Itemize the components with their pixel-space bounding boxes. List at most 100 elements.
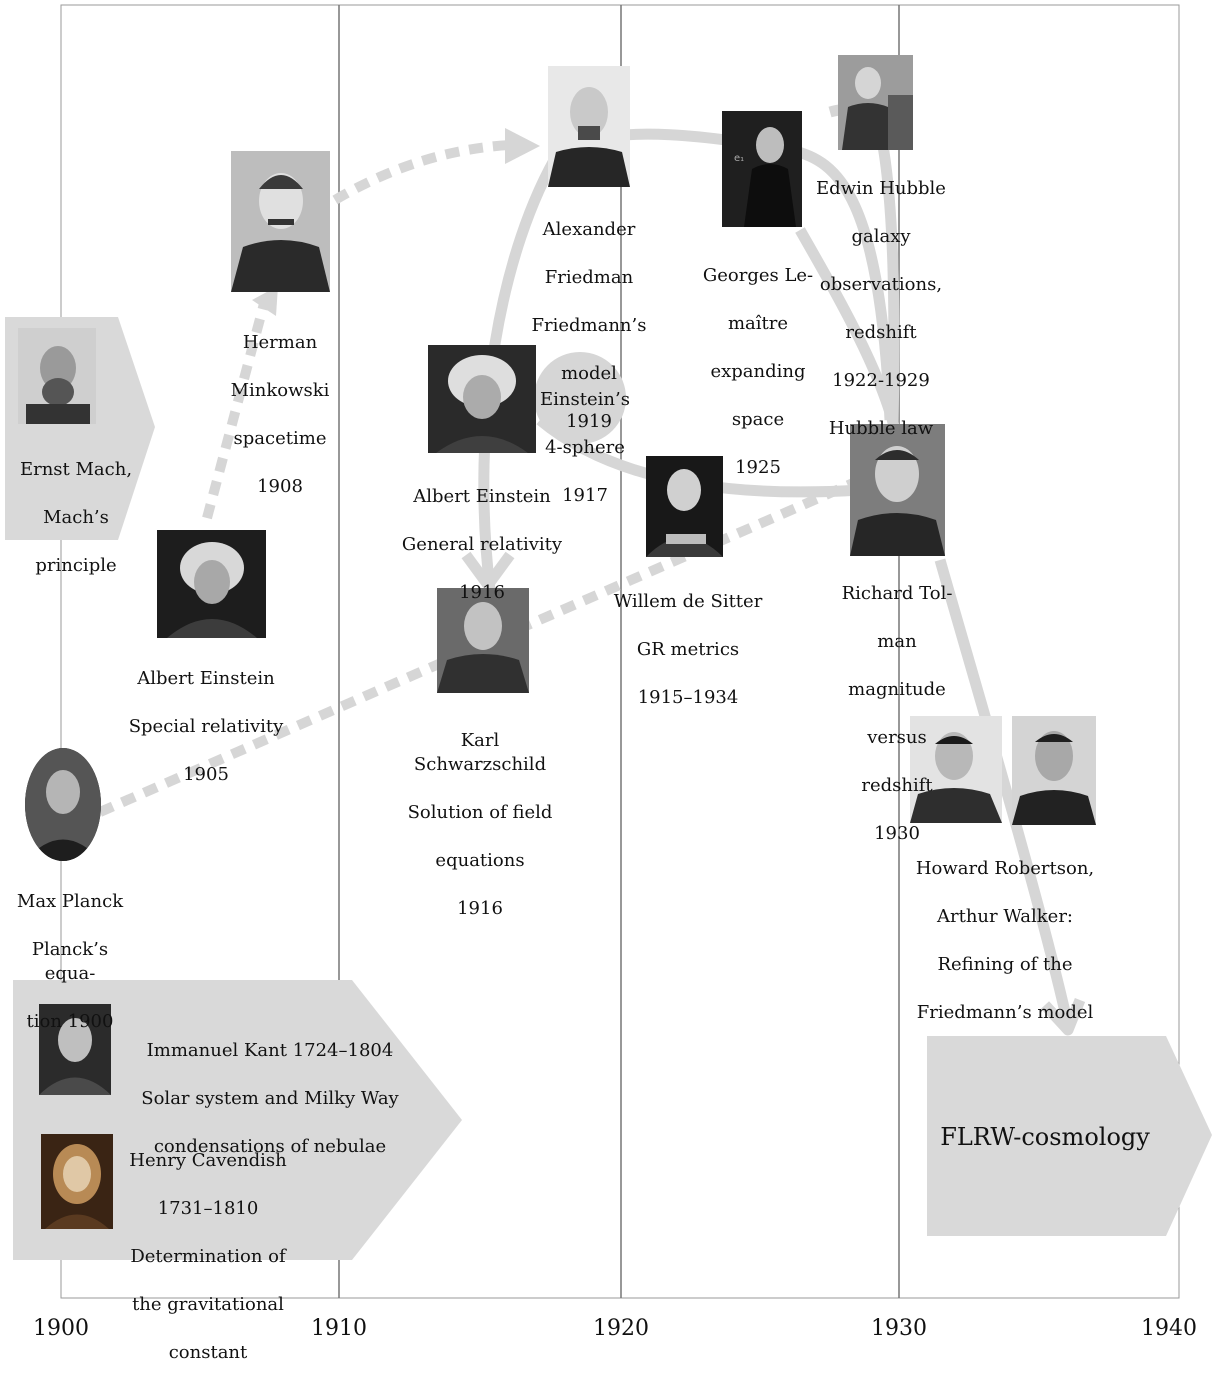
minkowski-line3: spacetime (233, 428, 327, 449)
lemaitre-line2: maître (727, 313, 789, 334)
minkowski-portrait (231, 151, 330, 292)
desitter-line1: Willem de Sitter (613, 591, 763, 612)
tolman-line2: man (877, 631, 917, 652)
solid-arc-hubble-tolman (874, 128, 900, 431)
einstein-sr-label: Albert Einstein Special relativity 1905 (126, 643, 286, 811)
year-label-1940: 1940 (1141, 1316, 1197, 1341)
einstein-portrait-1916 (428, 345, 536, 453)
cavendish-line1: Henry Cavendish (129, 1150, 287, 1171)
cavendish-line2: 1731–1810 (157, 1198, 259, 1219)
dashed-arrow-minkowski-friedman (332, 140, 511, 205)
hubble-line4: redshift (845, 322, 917, 343)
desitter-line2: GR metrics (636, 639, 740, 660)
friedman-portrait (548, 66, 630, 187)
mach-name: Ernst Mach, (19, 459, 133, 480)
year-label-1930: 1930 (871, 1316, 927, 1341)
lemaitre-line1: Georges Le- (702, 265, 814, 286)
schwarzschild-line1: Karl Schwarzschild (413, 730, 547, 775)
arrowhead-schwarzschild (461, 551, 515, 591)
dashed-arrow-einstein-minkowski (202, 298, 270, 520)
robertson-walker-line2: Arthur Walker: (936, 906, 1073, 927)
hubble-line5: 1922-1929 (832, 370, 930, 391)
tolman-line3: magnitude (848, 679, 946, 700)
cavendish-portrait (41, 1134, 113, 1229)
lemaitre-line4: space (731, 409, 785, 430)
tolman-line4: versus (867, 727, 927, 748)
friedman-line3: Friedmann’s (531, 315, 647, 336)
four-sphere-line1: Einstein’s (540, 389, 630, 410)
max-planck-portrait (25, 748, 101, 861)
solid-arrow-tolman-flrw (934, 558, 1074, 1027)
flrw-panel (927, 1036, 1212, 1236)
minkowski-year: 1908 (257, 476, 303, 497)
kant-line3: condensations of nebulae (153, 1136, 387, 1157)
schwarzschild-label: Karl Schwarzschild Solution of field equ… (392, 705, 568, 945)
tolman-line5: redshift (861, 775, 933, 796)
hubble-label: Edwin Hubble galaxy observations, redshi… (812, 153, 950, 465)
schwarzschild-year: 1916 (457, 898, 503, 919)
lemaitre-label: Georges Le- maître expanding space 1925 (700, 240, 816, 504)
robertson-walker-line4: Friedmann’s model (916, 1002, 1094, 1023)
lemaitre-line3: expanding (710, 361, 806, 382)
cavendish-line4: the gravitational (132, 1294, 284, 1315)
arrowhead-friedman (505, 128, 540, 164)
robertson-walker-label: Howard Robertson, Arthur Walker: Refinin… (910, 833, 1100, 1049)
walker-portrait (1012, 716, 1096, 825)
cavendish-line5: constant (168, 1342, 248, 1363)
einstein-portrait-1905 (157, 530, 266, 638)
hubble-line6: Hubble law (828, 418, 934, 439)
friedman-line1: Alexander (542, 219, 636, 240)
mach-line2: Mach’s (43, 507, 109, 528)
four-sphere-label: Einstein’s 4-sphere 1917 (535, 364, 635, 532)
predecessors-panel (13, 980, 462, 1260)
four-sphere-year: 1917 (562, 485, 608, 506)
arrowhead-minkowski (252, 286, 278, 316)
einstein-gr-line1: Albert Einstein (413, 486, 551, 507)
timeline-diagram: e₁ Ernst Mach, Mach’s principle Herman M… (5, 4, 1212, 1363)
kant-line1: Immanuel Kant 1724–1804 (146, 1040, 394, 1061)
friedman-line2: Friedman (544, 267, 634, 288)
timeline-frame (60, 4, 1180, 1299)
year-label-1910: 1910 (311, 1316, 367, 1341)
einstein-gr-line2: General relativity (401, 534, 563, 555)
de-sitter-portrait (646, 456, 723, 557)
minkowski-line1: Herman (242, 332, 318, 353)
minkowski-line2: Minkowski (230, 380, 330, 401)
desitter-year: 1915–1934 (637, 687, 739, 708)
desitter-label: Willem de Sitter GR metrics 1915–1934 (612, 566, 764, 734)
mach-label: Ernst Mach, Mach’s principle (8, 434, 144, 602)
kant-line2: Solar system and Milky Way (141, 1088, 399, 1109)
four-sphere-circle (534, 352, 626, 444)
hubble-line2: galaxy (851, 226, 911, 247)
year-label-1920: 1920 (593, 1316, 649, 1341)
schwarzschild-line3: equations (435, 850, 525, 871)
four-sphere-line2: 4-sphere (545, 437, 625, 458)
lemaitre-year: 1925 (735, 457, 781, 478)
schwarzschild-portrait (437, 588, 529, 693)
einstein-sr-line2: Special relativity (128, 716, 284, 737)
ernst-mach-portrait (18, 328, 96, 424)
flrw-label: FLRW-cosmology (940, 1123, 1150, 1151)
hubble-line3: observations, (819, 274, 943, 295)
lemaitre-portrait: e₁ (722, 111, 802, 227)
planck-line1: Max Planck (16, 891, 124, 912)
planck-line3: tion 1900 (26, 1011, 114, 1032)
planck-line2: Planck’s equa- (31, 939, 109, 984)
einstein-gr-label: Albert Einstein General relativity 1916 (400, 461, 564, 629)
einstein-gr-year: 1916 (459, 582, 505, 603)
hubble-line1: Edwin Hubble (816, 178, 946, 199)
year-label-1900: 1900 (33, 1316, 89, 1341)
einstein-sr-line1: Albert Einstein (137, 668, 275, 689)
tolman-line1: Richard Tol- (841, 583, 953, 604)
cavendish-line3: Determination of (130, 1246, 286, 1267)
hubble-portrait (838, 55, 913, 150)
robertson-portrait (910, 716, 1002, 823)
einstein-sr-year: 1905 (183, 764, 229, 785)
schwarzschild-line2: Solution of field (407, 802, 553, 823)
kant-portrait (39, 1004, 111, 1095)
tolman-label: Richard Tol- man magnitude versus redshi… (832, 558, 962, 870)
arrowhead-flrw (1040, 997, 1086, 1036)
tolman-year: 1930 (874, 823, 920, 844)
friedman-line4: model (561, 363, 617, 384)
friedman-label: Alexander Friedman Friedmann’s model 191… (524, 194, 654, 458)
